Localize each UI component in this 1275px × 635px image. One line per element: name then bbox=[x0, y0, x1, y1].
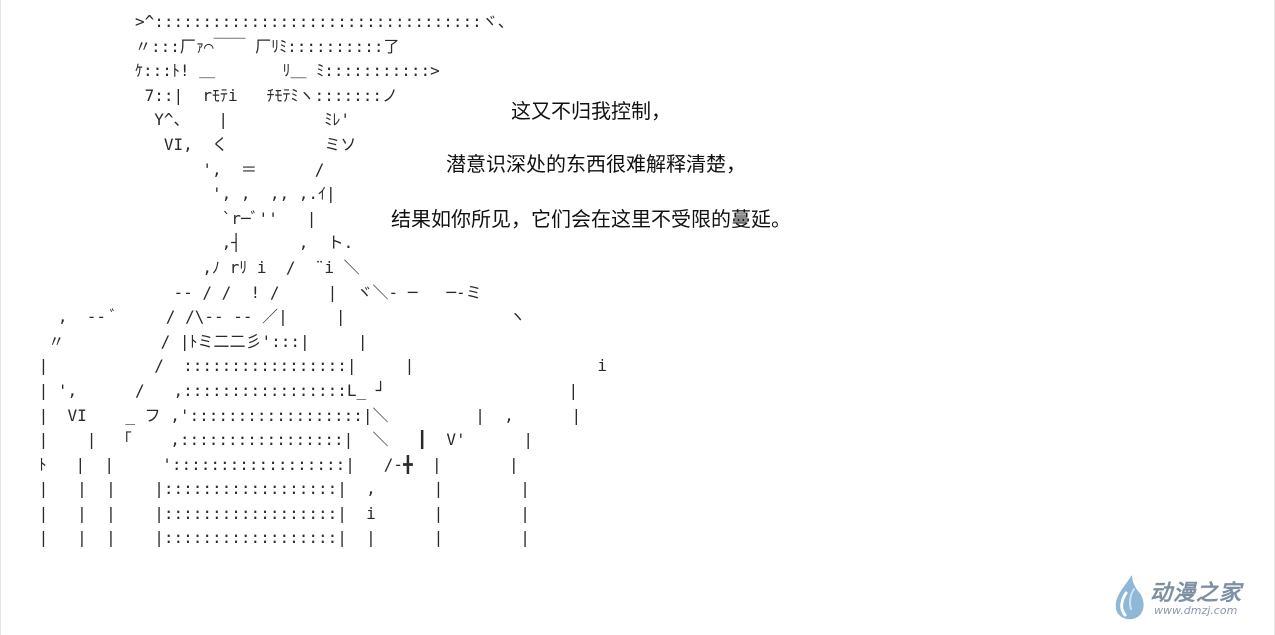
narration-line-3: 结果如你所见，它们会在这里不受限的蔓延。 bbox=[391, 207, 791, 231]
water-drop-logo-icon bbox=[1115, 575, 1144, 620]
narration-line-2: 潜意识深处的东西很难解释清楚， bbox=[446, 152, 746, 176]
site-watermark: 动漫之家 www.dmzj.com bbox=[1110, 573, 1260, 623]
narration-line-1: 这又不归我控制， bbox=[511, 99, 671, 123]
watermark-title: 动漫之家 bbox=[1150, 581, 1243, 606]
watermark-url: www.dmzj.com bbox=[1154, 604, 1238, 617]
ascii-art-figure: >^::::::::::::::::::::::::::::::::::ヾ、 〃… bbox=[38, 12, 607, 548]
